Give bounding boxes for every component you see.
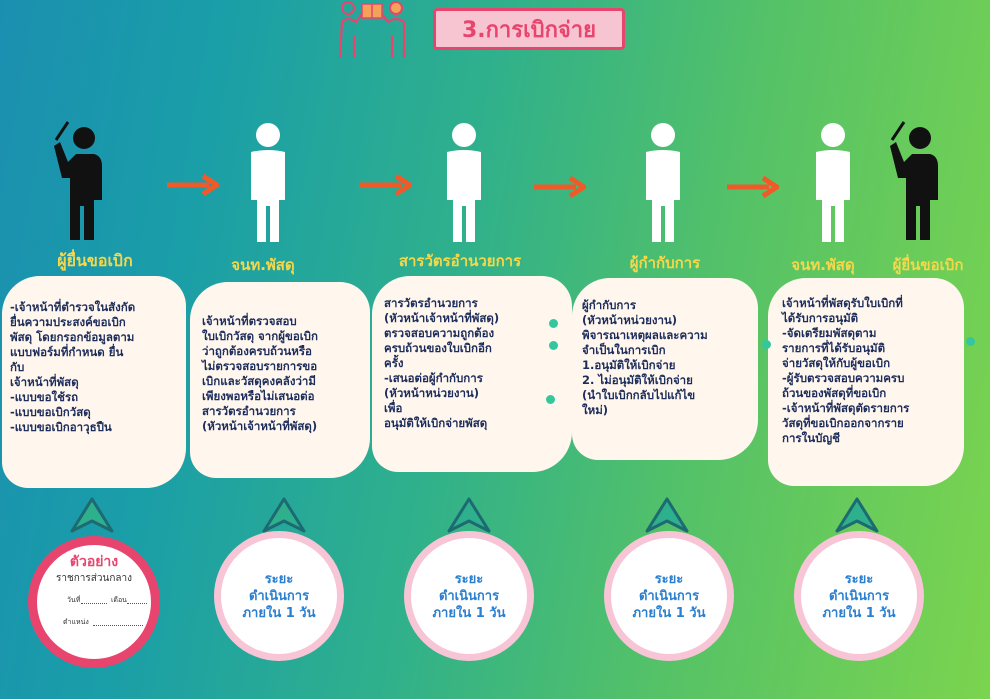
step-3-text: สารวัตรอำนวยการ (หัวหน้าเจ้าหน้าที่พัสดุ…: [384, 296, 500, 430]
duration-line-2: ดำเนินการ: [438, 588, 500, 604]
person-icon: [245, 122, 291, 242]
step-2-card: เจ้าหน้าที่ตรวจสอบ ใบเบิกวัสดุ จากผู้ขอเ…: [190, 282, 370, 478]
step-1-role: ผู้ยื่นขอเบิก: [57, 251, 133, 270]
right-arrow-icon: [532, 175, 586, 199]
up-triangle-icon: [835, 497, 879, 533]
example-month: เดือน: [111, 596, 127, 604]
person-icon: [810, 122, 856, 242]
step-3-role: สารวัตรอำนวยการ: [398, 252, 522, 270]
example-heading: ตัวอย่าง: [69, 554, 119, 570]
example-org: ราชการส่วนกลาง: [55, 573, 133, 584]
page-title: 3.การเบิกจ่าย: [433, 8, 625, 50]
dotted-line: [127, 603, 147, 604]
duration-line-3: ภายใน 1 วัน: [632, 605, 706, 621]
duration-circle: ระยะ ดำเนินการ ภายใน 1 วัน: [214, 531, 344, 661]
duration-line-1: ระยะ: [264, 571, 294, 587]
step-5-role: จนท.พัสดุ: [791, 256, 855, 274]
person-icon: [640, 122, 686, 242]
dotted-line: [81, 603, 107, 604]
example-day: วันที่: [67, 596, 81, 604]
decor-dot: [549, 319, 558, 328]
up-triangle-icon: [262, 497, 306, 533]
up-triangle-icon: [70, 497, 114, 533]
step-2-role: จนท.พัสดุ: [231, 256, 295, 274]
step-3-card: สารวัตรอำนวยการ (หัวหน้าเจ้าหน้าที่พัสดุ…: [372, 276, 572, 472]
step-1-text: -เจ้าหน้าที่ตำรวจในสังกัด ยื่นความประสงค…: [10, 300, 136, 434]
decor-dot: [549, 341, 558, 350]
step-4-role: ผู้กำกับการ: [629, 254, 701, 272]
step-5-card: เจ้าหน้าที่พัสดุรับใบเบิกที่ ได้รับการอน…: [768, 278, 964, 486]
step-4-card: ผู้กำกับการ (หัวหน้าหน่วยงาน) พิจารณาเหต…: [572, 278, 758, 460]
presenter-person-icon: [46, 120, 116, 240]
step-6-role: ผู้ยื่นขอเบิก: [892, 256, 964, 274]
step-1-card: -เจ้าหน้าที่ตำรวจในสังกัด ยื่นความประสงค…: [2, 276, 186, 488]
delivery-person-icon: [338, 0, 410, 58]
right-arrow-icon: [725, 175, 779, 199]
duration-circle: ระยะ ดำเนินการ ภายใน 1 วัน: [794, 531, 924, 661]
duration-line-1: ระยะ: [844, 571, 874, 587]
duration-line-1: ระยะ: [654, 571, 684, 587]
decor-dot: [966, 337, 975, 346]
duration-line-1: ระยะ: [454, 571, 484, 587]
person-icon: [441, 122, 487, 242]
right-arrow-icon: [358, 173, 412, 197]
duration-circle: ระยะ ดำเนินการ ภายใน 1 วัน: [404, 531, 534, 661]
duration-line-2: ดำเนินการ: [638, 588, 700, 604]
up-triangle-icon: [447, 497, 491, 533]
right-arrow-icon: [165, 173, 219, 197]
duration-line-2: ดำเนินการ: [828, 588, 890, 604]
duration-line-3: ภายใน 1 วัน: [242, 605, 316, 621]
duration-circle: ระยะ ดำเนินการ ภายใน 1 วัน: [604, 531, 734, 661]
example-form-stamp: ตัวอย่าง ราชการส่วนกลาง วันที่ เดือน ตำแ…: [28, 536, 160, 668]
step-4-text: ผู้กำกับการ (หัวหน้าหน่วยงาน) พิจารณาเหต…: [582, 298, 708, 417]
step-2-text: เจ้าหน้าที่ตรวจสอบ ใบเบิกวัสดุ จากผู้ขอเ…: [202, 314, 318, 433]
decor-dot: [546, 395, 555, 404]
duration-line-3: ภายใน 1 วัน: [822, 605, 896, 621]
example-position: ตำแหน่ง: [63, 618, 89, 626]
dotted-line: [93, 625, 143, 626]
decor-dot: [762, 340, 771, 349]
up-triangle-icon: [645, 497, 689, 533]
presenter-person-icon: [882, 120, 952, 240]
step-5-text: เจ้าหน้าที่พัสดุรับใบเบิกที่ ได้รับการอน…: [782, 296, 910, 445]
duration-line-3: ภายใน 1 วัน: [432, 605, 506, 621]
duration-line-2: ดำเนินการ: [248, 588, 310, 604]
